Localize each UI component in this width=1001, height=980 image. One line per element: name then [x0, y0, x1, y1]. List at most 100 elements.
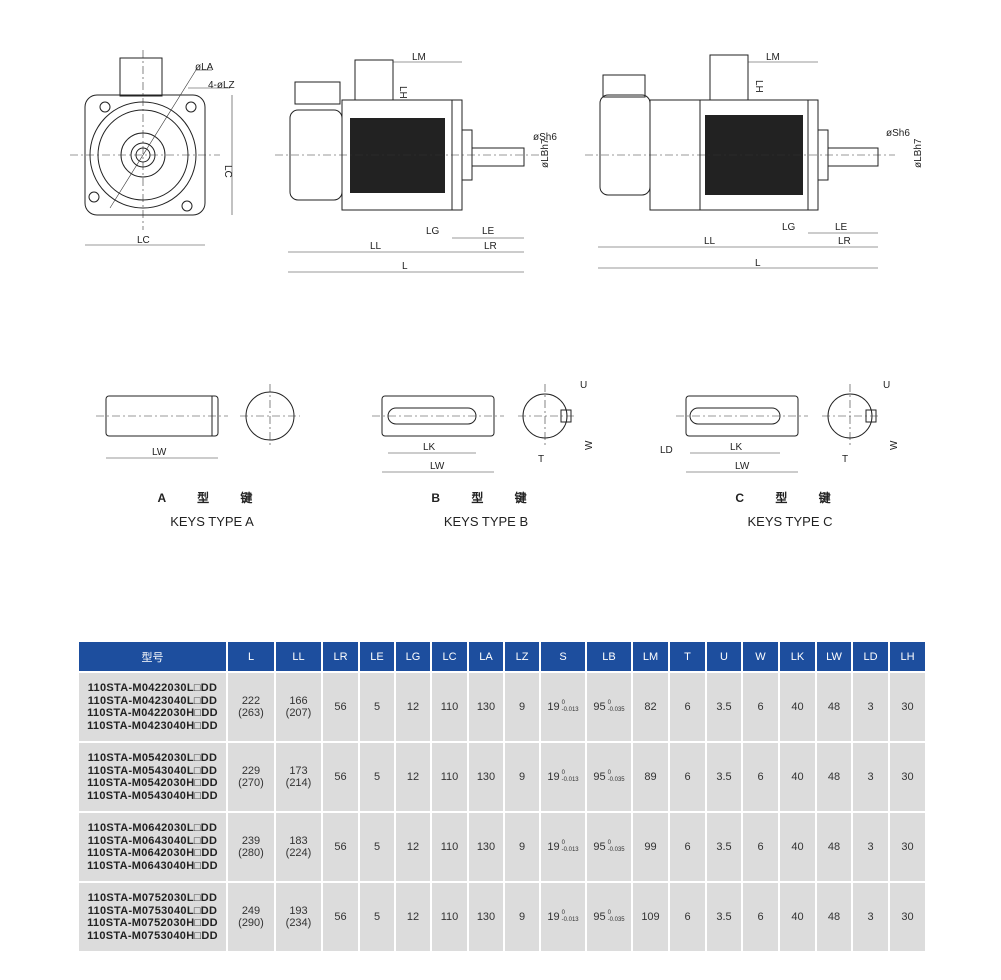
- cell-value: 193: [289, 905, 308, 917]
- dimension-label: LH: [753, 80, 764, 93]
- dimension-label: LE: [835, 222, 848, 233]
- dimension-label: W: [584, 440, 595, 450]
- cell-value: (270): [238, 777, 264, 789]
- lower-tolerance: -0.035: [607, 777, 625, 783]
- model-number: 110STA-M0752030L□DD: [87, 892, 218, 904]
- cell-lr: 56: [321, 671, 360, 743]
- nominal-value: 95: [593, 910, 606, 923]
- cell-value: 166: [289, 695, 308, 707]
- upper-tolerance: 0: [607, 770, 611, 776]
- key-type-b-drawing: LK LW U W T: [372, 380, 595, 473]
- model-number: 110STA-M0423040L□DD: [87, 694, 218, 707]
- model-number: 110STA-M0752030H□DD: [87, 917, 218, 929]
- side-view-2-drawing: LM LH øSh6 øLBh7 LG LE LR LL L: [585, 52, 924, 269]
- dimension-label: øLA: [195, 62, 214, 73]
- dimension-label: LL: [704, 236, 716, 247]
- dimension-label: U: [580, 380, 587, 391]
- dimension-label: 4-øLZ: [208, 80, 235, 91]
- cell-value: 183: [289, 835, 308, 847]
- cell-lr: 56: [321, 741, 360, 813]
- model-number: 110STA-M0753040H□DD: [87, 929, 218, 942]
- dimension-label: øLBh7: [913, 138, 924, 168]
- dimension-label: øSh6: [533, 132, 557, 143]
- cell-l: 249(290): [226, 881, 276, 953]
- cell-lm: 109: [631, 881, 670, 953]
- cell-value: 229: [241, 765, 261, 777]
- dimension-label: LH: [397, 86, 408, 99]
- key-type-b-en: KEYS TYPE B: [443, 514, 529, 529]
- upper-tolerance: 0: [607, 700, 611, 706]
- cell-lz: 9: [503, 881, 541, 953]
- model-number: 110STA-M0543040H□DD: [87, 789, 218, 802]
- cell-lg: 12: [394, 741, 432, 813]
- cell-value: 249: [241, 905, 261, 917]
- cell-lw: 48: [815, 741, 853, 813]
- cell-value: (207): [285, 707, 312, 719]
- cell-value: 222: [241, 695, 261, 707]
- column-header-lc: LC: [430, 642, 469, 673]
- cell-lg: 12: [394, 811, 432, 883]
- column-header-w: W: [741, 642, 780, 673]
- cell-lh: 30: [888, 881, 927, 953]
- cell-t: 6: [668, 671, 707, 743]
- column-header-lm: LM: [631, 642, 670, 673]
- dimension-label: øSh6: [886, 128, 910, 139]
- model-number: 110STA-M0423040H□DD: [87, 719, 218, 732]
- model-number: 110STA-M0642030H□DD: [87, 847, 218, 859]
- cell-lk: 40: [778, 671, 817, 743]
- column-header-lh: LH: [888, 642, 927, 673]
- upper-tolerance: 0: [561, 700, 565, 706]
- model-number: 110STA-M0753040L□DD: [87, 904, 218, 917]
- cell-ld: 3: [851, 811, 890, 883]
- model-number: 110STA-M0643040H□DD: [87, 859, 218, 872]
- dimension-label: LC: [137, 235, 150, 246]
- dimension-label: LM: [412, 52, 426, 63]
- cell-w: 6: [741, 881, 780, 953]
- dimension-label: LE: [482, 226, 495, 237]
- cell-w: 6: [741, 811, 780, 883]
- tolerance: 0-0.035: [608, 770, 625, 784]
- dimension-label: L: [755, 258, 761, 269]
- dimension-label: LM: [766, 52, 780, 63]
- nominal-value: 95: [593, 840, 606, 853]
- cell-lc: 110: [430, 671, 469, 743]
- cell-l: 229(270): [226, 741, 276, 813]
- key-type-c-en: KEYS TYPE C: [747, 514, 833, 529]
- dimension-label: LK: [423, 442, 436, 453]
- nominal-value: 95: [593, 700, 606, 713]
- cell-value: (234): [285, 917, 312, 929]
- key-type-c-cn: C 型 键: [735, 491, 845, 505]
- tolerance: 0-0.013: [562, 700, 579, 714]
- key-type-a-en: KEYS TYPE A: [170, 514, 254, 529]
- upper-tolerance: 0: [561, 910, 565, 916]
- column-header-lw: LW: [815, 642, 853, 673]
- key-type-a-caption: A 型 键 KEYS TYPE A: [112, 489, 312, 529]
- cell-value: (224): [285, 847, 312, 859]
- key-type-b-caption: B 型 键 KEYS TYPE B: [386, 489, 586, 529]
- cell-la: 130: [467, 741, 505, 813]
- dimension-label: LC: [222, 165, 233, 178]
- cell-ll: 193(234): [274, 881, 323, 953]
- key-type-a-cn: A 型 键: [157, 491, 267, 505]
- upper-tolerance: 0: [561, 770, 565, 776]
- cell-lh: 30: [888, 811, 927, 883]
- column-header-lg: LG: [394, 642, 432, 673]
- cell-value: (280): [238, 847, 264, 859]
- cell-lm: 82: [631, 671, 670, 743]
- side-view-1-drawing: LM LH øSh6 øLBh7 LG LE LR LL L: [275, 52, 557, 273]
- cell-ld: 3: [851, 741, 890, 813]
- front-view-drawing: øLA 4-øLZ LC LC: [70, 50, 235, 246]
- column-header-s: S: [539, 642, 587, 673]
- cell-ll: 183(224): [274, 811, 323, 883]
- cell-lk: 40: [778, 811, 817, 883]
- dimension-label: LR: [484, 241, 497, 252]
- lower-tolerance: -0.013: [561, 707, 579, 713]
